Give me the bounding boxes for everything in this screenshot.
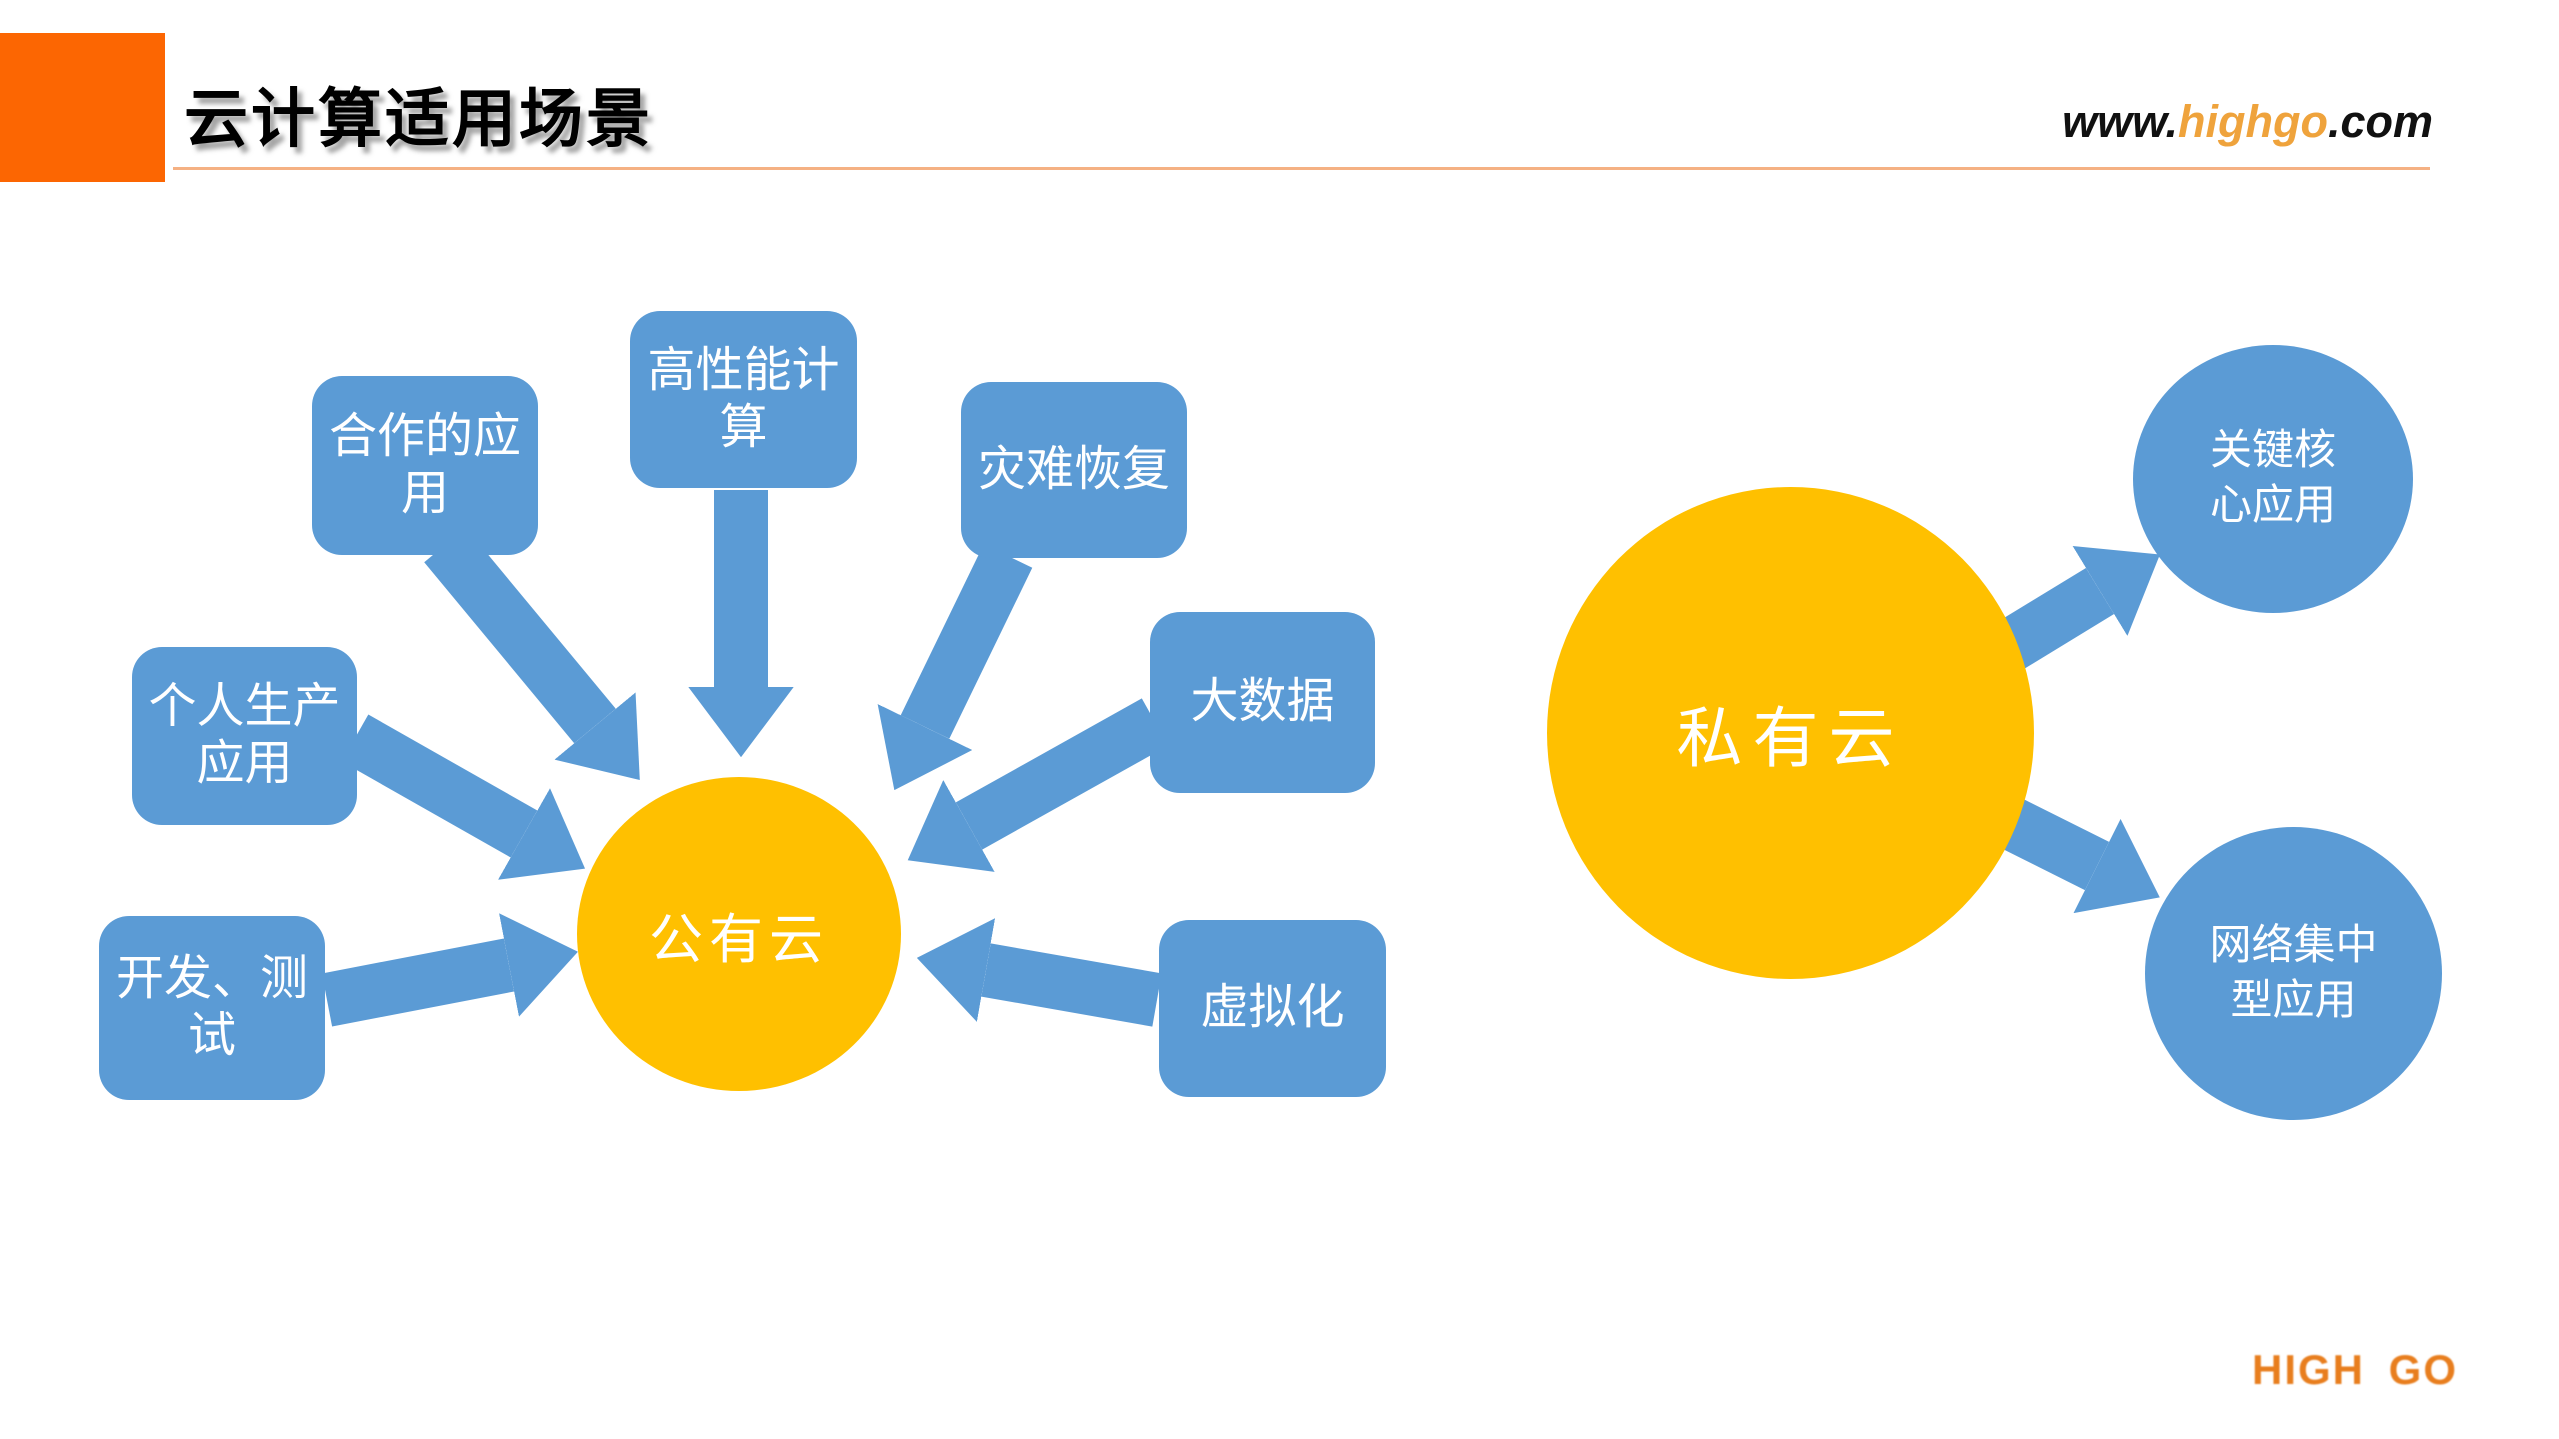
scenario-box-personal-productivity: 个人生产 应用 (132, 647, 357, 825)
private-cloud-circle: 私有云 (1547, 487, 2034, 979)
arrow-devtest-to-public-cloud (321, 913, 578, 1027)
url-prefix: www. (2062, 96, 2179, 147)
scenario-box-big-data: 大数据 (1150, 612, 1375, 793)
arrow-disaster-recovery-to-public-cloud (877, 544, 1033, 791)
scenario-circle-key-core-apps: 关键核 心应用 (2133, 345, 2413, 613)
arrow-collab-to-public-cloud (424, 527, 640, 781)
scenario-circle-network-centralized-apps: 网络集中 型应用 (2145, 827, 2442, 1120)
highgo-logo: HIGH GO (2252, 1346, 2459, 1393)
header-accent-rectangle (0, 33, 165, 182)
scenario-box-collaborative-apps: 合作的应 用 (312, 376, 538, 555)
url-brand: highgo (2178, 96, 2328, 147)
scenario-box-virtualization: 虚拟化 (1159, 920, 1386, 1097)
scenario-box-development-testing: 开发、测 试 (99, 916, 325, 1100)
arrow-virtualization-to-public-cloud (916, 918, 1162, 1027)
public-cloud-circle: 公有云 (577, 777, 901, 1091)
website-url: www.highgo.com (2062, 96, 2433, 148)
page-title: 云计算适用场景 (184, 83, 653, 155)
header-divider-line (173, 167, 2430, 170)
scenario-box-high-performance-computing: 高性能计 算 (630, 311, 857, 488)
arrow-personal-to-public-cloud (341, 714, 586, 880)
url-suffix: .com (2327, 96, 2433, 147)
scenario-box-disaster-recovery: 灾难恢复 (961, 382, 1187, 558)
arrow-bigdata-to-public-cloud (907, 698, 1169, 872)
